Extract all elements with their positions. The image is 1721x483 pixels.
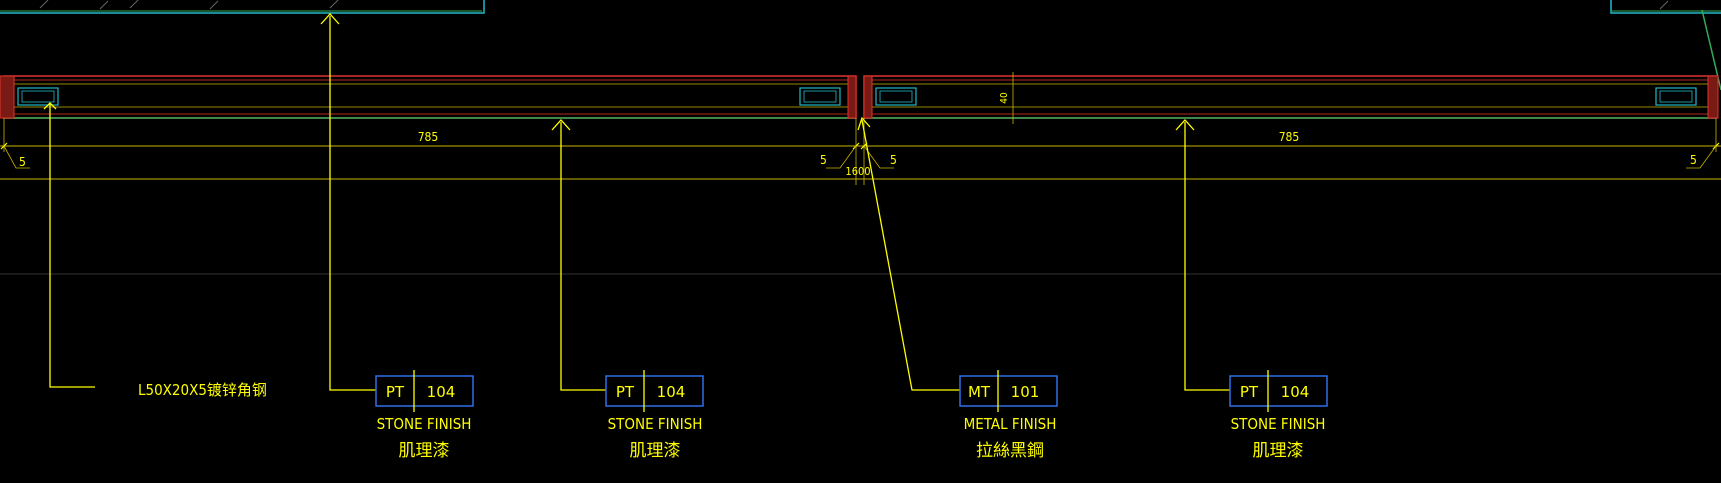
material-tag-pt104-2[interactable]: PT 104 STONE FINISH 肌理漆 <box>605 370 704 461</box>
tag-name-en: STONE FINISH <box>377 415 472 433</box>
dimension-total: 1600 <box>845 165 870 178</box>
dimension-gap-right-end: 5 <box>1690 153 1697 167</box>
material-tag-mt101[interactable]: MT 101 METAL FINISH 拉絲黑鋼 <box>959 370 1058 461</box>
dimension-left-span: 785 <box>418 130 439 144</box>
upper-left-panel <box>0 0 485 14</box>
right-panel-section <box>863 72 1719 124</box>
material-tag-pt104-3[interactable]: PT 104 STONE FINISH 肌理漆 <box>1229 370 1328 461</box>
tag-name-en: STONE FINISH <box>1231 415 1326 433</box>
tag-name-zh: 肌理漆 <box>1253 441 1304 461</box>
dimension-gap-left-end: 5 <box>19 155 26 169</box>
leader-lines <box>43 13 1230 391</box>
tag-code: PT <box>1240 383 1259 401</box>
tag-number: 104 <box>657 383 686 401</box>
thickness-dimension-label: 40 <box>999 92 1010 104</box>
tag-name-zh: 肌理漆 <box>630 441 681 461</box>
dimension-lines <box>0 118 1721 275</box>
upper-right-panel <box>1610 0 1721 14</box>
tag-number: 104 <box>427 383 456 401</box>
angle-steel-note: L50X20X5镀锌角钢 <box>138 381 267 399</box>
material-tag-pt104-1[interactable]: PT 104 STONE FINISH 肌理漆 <box>375 370 474 461</box>
tag-code: PT <box>616 383 635 401</box>
tag-name-en: STONE FINISH <box>608 415 703 433</box>
tag-number: 104 <box>1281 383 1310 401</box>
tag-name-en: METAL FINISH <box>964 415 1057 433</box>
tag-name-zh: 拉絲黑鋼 <box>976 441 1044 461</box>
left-panel-section <box>0 75 857 119</box>
dimension-gap-center-right: 5 <box>890 153 897 167</box>
tag-code: MT <box>968 383 991 401</box>
tag-name-zh: 肌理漆 <box>399 441 450 461</box>
dimension-gap-center-left: 5 <box>820 153 827 167</box>
tag-code: PT <box>386 383 405 401</box>
dimension-right-span: 785 <box>1279 130 1300 144</box>
tag-number: 101 <box>1011 383 1040 401</box>
